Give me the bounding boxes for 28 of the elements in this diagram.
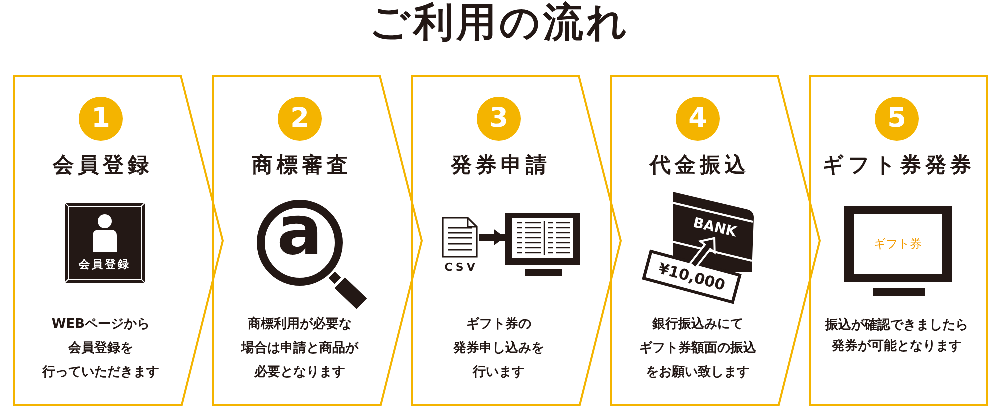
screen-text: ギフト券 xyxy=(874,237,922,251)
step-number: 4 xyxy=(676,97,720,141)
step-panel xyxy=(610,75,822,406)
step-heading: 発券申請 xyxy=(451,152,551,178)
step-panel xyxy=(212,75,424,406)
step-number: 1 xyxy=(79,97,123,141)
lens-letter: a xyxy=(276,198,324,266)
arrow xyxy=(479,229,505,246)
step-description: WEBページから会員登録を行っていただきます xyxy=(42,316,160,382)
bank-sign-text: BANK xyxy=(692,215,738,241)
step-heading: 会員登録 xyxy=(53,152,153,178)
step-heading: 代金振込 xyxy=(650,152,750,178)
step-heading: 商標審査 xyxy=(252,152,352,178)
step-panel xyxy=(411,75,623,406)
registration-tile xyxy=(65,203,145,283)
step-number: 5 xyxy=(875,97,919,141)
step-number: 2 xyxy=(278,97,322,141)
step-panel xyxy=(13,75,225,406)
step-description: 振込が確認できましたら発券が可能となります xyxy=(826,316,968,356)
step-description: 商標利用が必要な場合は申請と商品が必要となります xyxy=(242,316,358,382)
file-type-label: CSV xyxy=(444,261,478,275)
step-description: 銀行振込みにてギフト券額面の振込をお願い致します xyxy=(640,316,756,382)
step-number: 3 xyxy=(477,97,521,141)
step-heading: ギフト券発券 xyxy=(822,152,976,178)
step-description: ギフト券の発券申し込みを行います xyxy=(454,316,544,382)
step-panel xyxy=(809,75,988,406)
page-title: ご利用の流れ xyxy=(370,0,630,46)
tile-label: 会員登録 xyxy=(79,258,131,272)
